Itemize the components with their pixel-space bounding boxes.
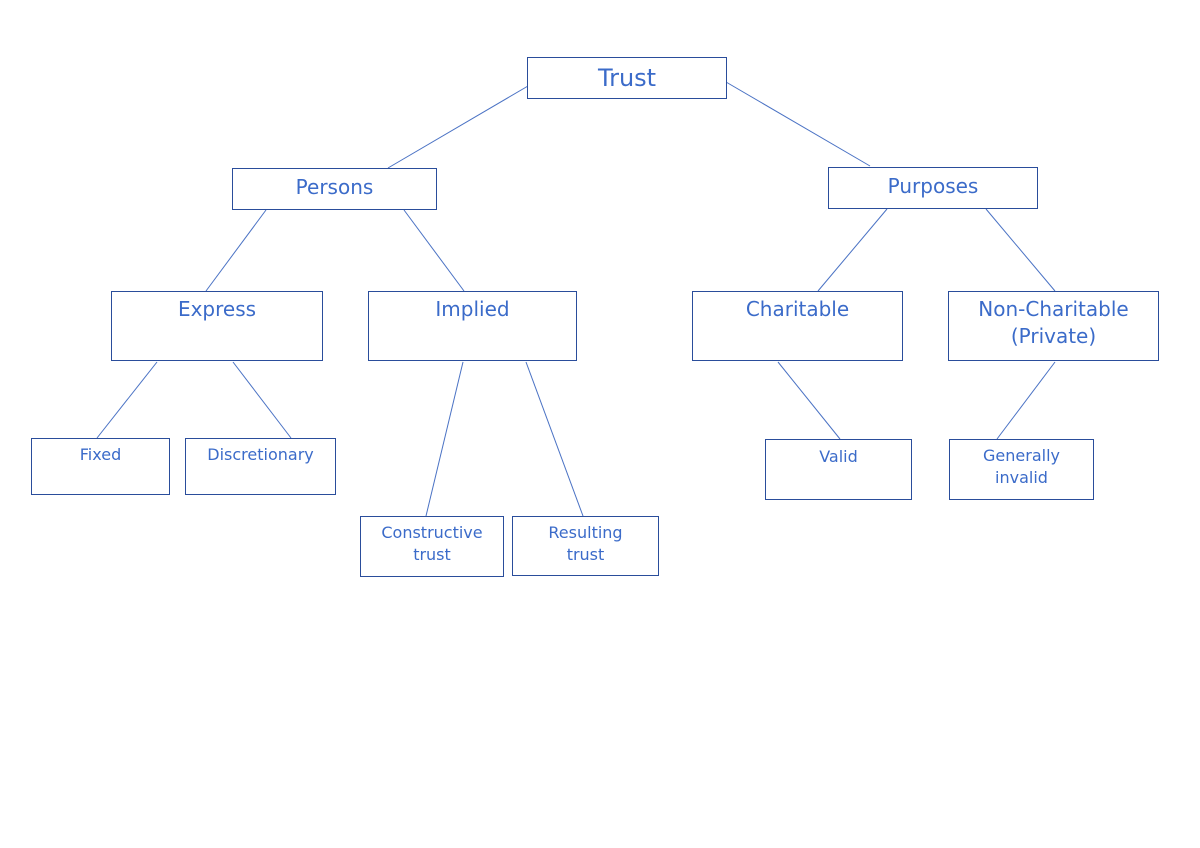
edge-express-fixed [96, 361, 158, 439]
edge-implied-constructive [425, 361, 464, 517]
edge-persons-implied [403, 209, 465, 292]
node-valid: Valid [765, 439, 912, 500]
node-persons: Persons [232, 168, 437, 210]
node-purposes: Purposes [828, 167, 1038, 209]
edge-charitable-valid [777, 361, 841, 440]
node-charitable: Charitable [692, 291, 903, 361]
node-constructive-trust: Constructive trust [360, 516, 504, 577]
edge-express-discretionary [232, 361, 292, 439]
edge-noncharitable-invalid [996, 361, 1056, 440]
node-express: Express [111, 291, 323, 361]
node-fixed: Fixed [31, 438, 170, 495]
edge-persons-express [205, 209, 267, 292]
edge-purposes-noncharitable [985, 208, 1056, 292]
node-generally-invalid: Generally invalid [949, 439, 1094, 500]
node-trust: Trust [527, 57, 727, 99]
node-resulting-trust: Resulting trust [512, 516, 659, 576]
node-implied: Implied [368, 291, 577, 361]
node-discretionary: Discretionary [185, 438, 336, 495]
edge-purposes-charitable [817, 208, 888, 292]
edge-trust-purposes [725, 81, 871, 167]
edge-trust-persons [387, 85, 529, 169]
edge-implied-resulting [525, 361, 584, 517]
node-non-charitable: Non-Charitable (Private) [948, 291, 1159, 361]
